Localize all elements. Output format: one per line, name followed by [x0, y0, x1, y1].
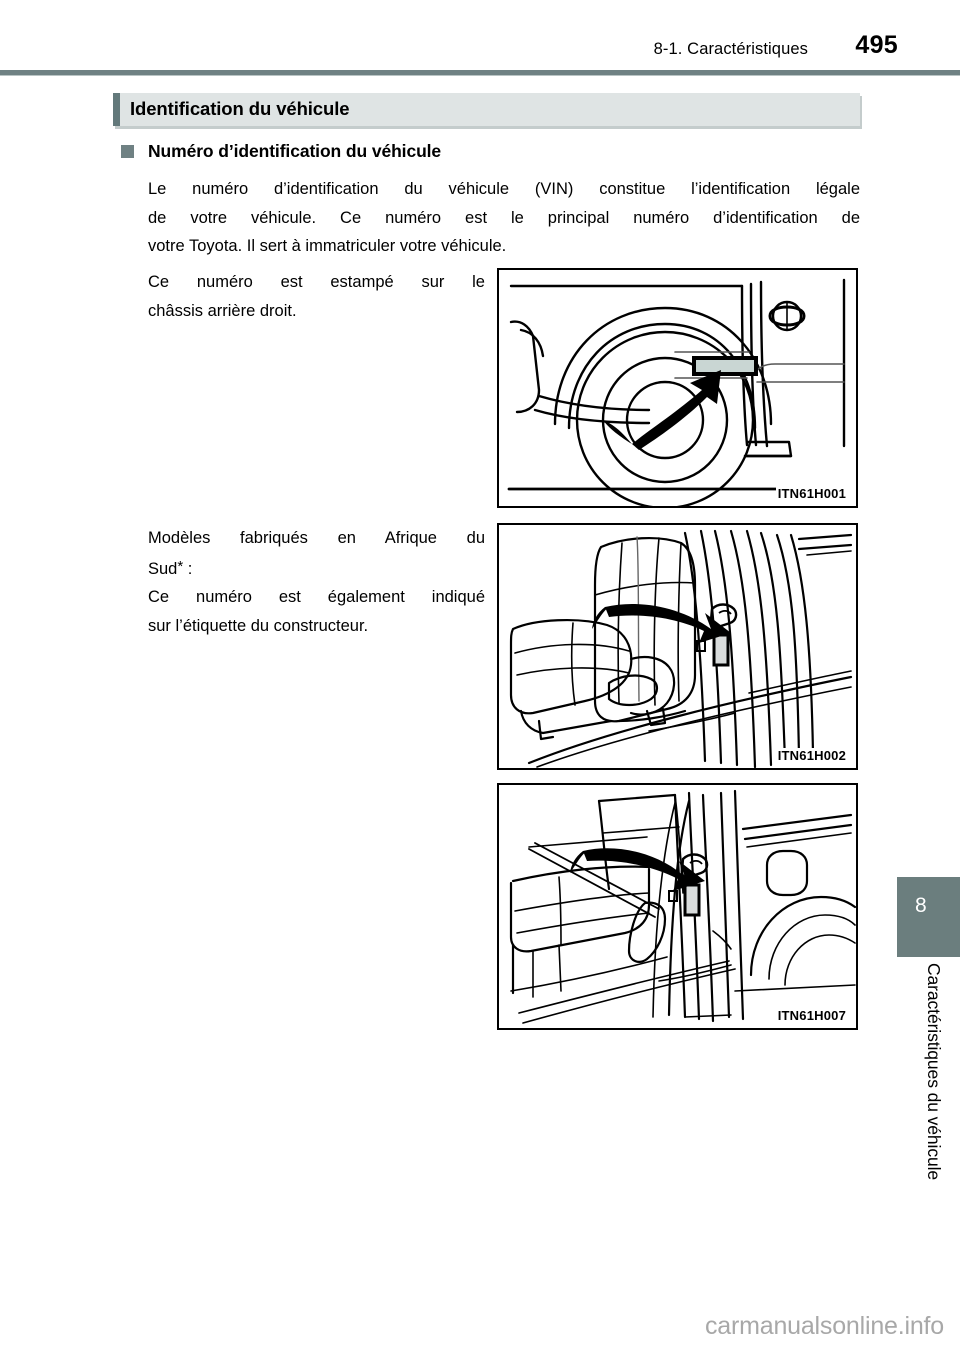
stamp-location-paragraph: Ce numéro est estampé sur le châssis arr…	[148, 268, 485, 325]
page-number: 495	[855, 31, 898, 59]
figure-id-label: ITN61H002	[775, 748, 848, 764]
chapter-number: 8	[915, 894, 927, 917]
front-seat-label-drawing	[509, 529, 853, 768]
section-title: Identification du véhicule	[130, 98, 350, 119]
vin-plate-marker	[692, 356, 758, 376]
footnote-asterisk-marker: *	[177, 557, 184, 575]
pointer-arrow-icon	[570, 848, 705, 891]
figure-id-label: ITN61H001	[775, 486, 848, 502]
square-bullet-icon	[121, 145, 134, 158]
intro-paragraph: Le numéro d’identification du véhicule (…	[148, 175, 860, 261]
intro-line-2: de votre véhicule. Ce numéro est le prin…	[148, 208, 860, 227]
rear-seat-door-pillar-label-illustration: ITN61H007	[497, 783, 858, 1030]
door-handle-icon	[768, 300, 806, 332]
section-title-accent-bar	[113, 93, 120, 126]
sa-line-2: Sud* :	[148, 553, 485, 584]
front-seat-door-pillar-label-illustration: ITN61H002	[497, 523, 858, 770]
intro-line-1: Le numéro d’identification du véhicule (…	[148, 180, 860, 198]
vin-plate-exterior-drawing	[507, 278, 847, 506]
site-watermark: carmanualsonline.info	[704, 1312, 944, 1340]
south-africa-models-paragraph: Modèles fabriqués en Afrique du Sud* : C…	[148, 524, 485, 640]
sa-line-1: Modèles fabriqués en Afrique du	[148, 529, 485, 547]
chapter-thumb-tab: 8	[897, 877, 960, 957]
stamp-line-2: châssis arrière droit.	[148, 301, 297, 320]
subheading-label: Numéro d’identification du véhicule	[148, 141, 442, 161]
section-title-bar: Identification du véhicule	[113, 93, 860, 126]
header-section-label: 8-1. Caractéristiques	[653, 40, 808, 58]
sa-line-4: sur l’étiquette du constructeur.	[148, 616, 369, 635]
intro-line-3: votre Toyota. Il sert à immatriculer vot…	[148, 237, 507, 255]
rear-seat-label-drawing	[509, 789, 856, 1024]
stamp-line-1: Ce numéro est estampé sur le	[148, 273, 485, 291]
figure-id-label: ITN61H007	[775, 1008, 848, 1024]
page-header: 8-1. Caractéristiques 495	[0, 0, 960, 76]
header-divider-rule	[0, 70, 960, 76]
sa-line-2-colon: :	[183, 559, 193, 578]
vehicle-rear-wheel-vin-plate-illustration: ITN61H001	[497, 268, 858, 508]
chapter-label-container: Caractéristiques du véhicule	[897, 963, 960, 1253]
sa-line-2-text: Sud	[148, 559, 178, 578]
subheading-row: Numéro d’identification du véhicule	[121, 140, 861, 164]
pointer-arrow-icon	[603, 370, 721, 450]
chapter-label: Caractéristiques du véhicule	[924, 963, 944, 1181]
sa-line-3: Ce numéro est également indiqué	[148, 588, 485, 606]
pointer-arrow-icon	[592, 603, 731, 643]
